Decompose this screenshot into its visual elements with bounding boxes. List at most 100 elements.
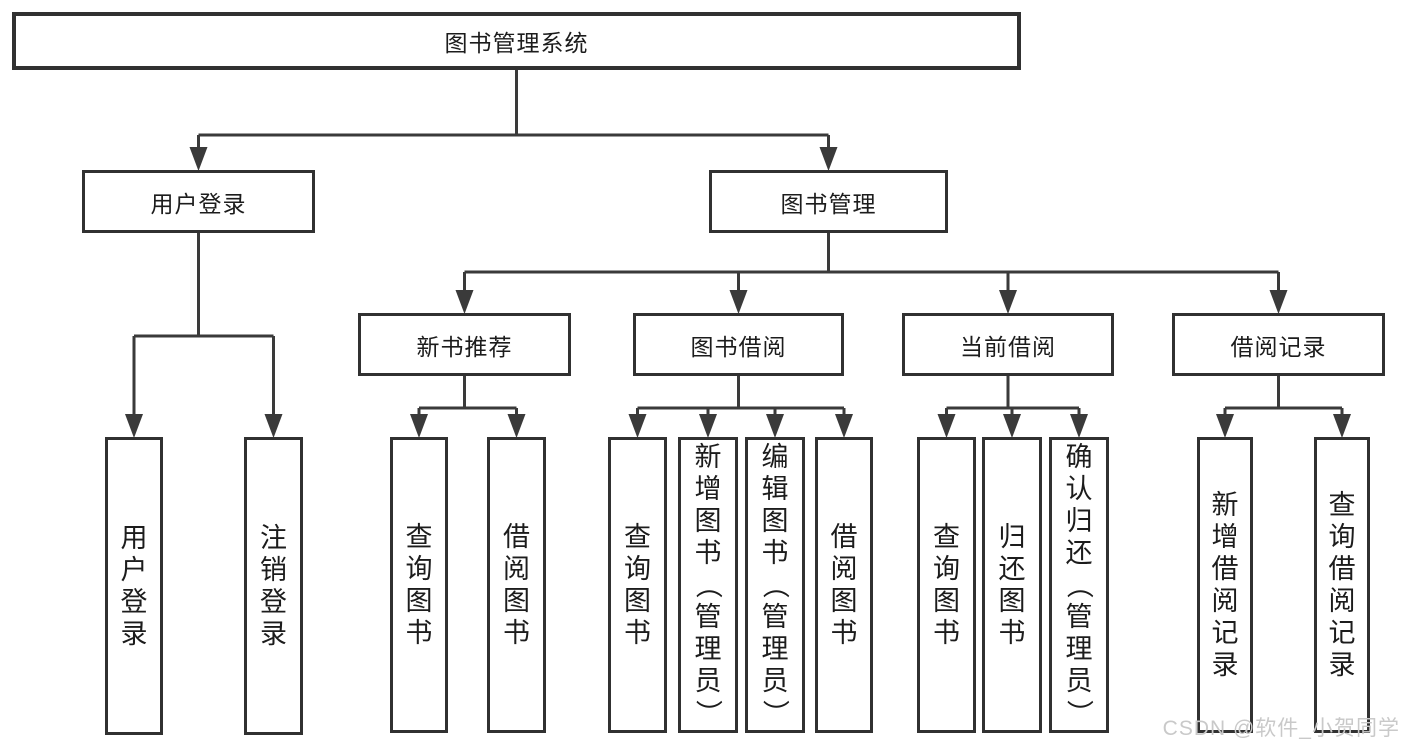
vertical-char: 查 (624, 522, 651, 552)
arrowhead-icon (628, 414, 647, 438)
vertical-char: 管 (761, 602, 789, 632)
vertical-char: 新 (1211, 490, 1239, 520)
vertical-char: 归 (1065, 506, 1093, 536)
vertical-char: 辑 (761, 474, 789, 504)
vertical-char: 查 (405, 522, 433, 552)
vertical-char: 借 (1211, 554, 1239, 584)
vertical-char: 询 (405, 554, 433, 584)
vertical-char: 录 (1211, 650, 1239, 680)
arrowhead-icon (1216, 414, 1234, 438)
vertical-char: 阅 (1328, 586, 1356, 616)
vertical-char: 借 (503, 522, 530, 552)
diagram-node-add-borrow-record: 新增借阅记录 (1197, 437, 1253, 733)
arrowhead-icon (937, 414, 956, 438)
arrowhead-icon (455, 290, 474, 314)
vertical-char: 还 (1065, 538, 1093, 568)
vertical-char: 图 (624, 586, 651, 616)
vertical-char: 登 (260, 587, 287, 617)
vertical-char: 用 (120, 523, 148, 553)
diagram-node-logout: 注销登录 (244, 437, 303, 735)
diagram-node-borrow-books-1: 借阅图书 (487, 437, 546, 733)
vertical-char: 借 (830, 522, 858, 552)
arrowhead-icon (819, 147, 838, 171)
arrowhead-icon (189, 147, 208, 171)
vertical-char: 查 (1328, 490, 1356, 520)
vertical-char: ） (760, 699, 790, 727)
vertical-char: 记 (1211, 618, 1239, 648)
vertical-char: 书 (933, 618, 960, 648)
vertical-char: 理 (761, 634, 789, 664)
vertical-char: 管 (1065, 602, 1093, 632)
arrowhead-icon (699, 414, 717, 438)
arrowhead-icon (729, 290, 748, 314)
vertical-char: 图 (933, 586, 960, 616)
diagram-node-root: 图书管理系统 (12, 12, 1021, 70)
vertical-char: 录 (120, 619, 148, 649)
diagram-node-add-books: 新增图书（管理员） (678, 437, 738, 733)
vertical-char: 阅 (830, 554, 858, 584)
vertical-char: 理 (694, 634, 722, 664)
arrowhead-icon (1003, 414, 1021, 438)
vertical-char: 查 (933, 522, 960, 552)
vertical-char: 图 (761, 506, 789, 536)
vertical-char: 认 (1065, 474, 1093, 504)
vertical-char: 录 (260, 619, 287, 649)
vertical-char: 询 (624, 554, 651, 584)
diagram-node-book-borrow: 图书借阅 (633, 313, 844, 376)
watermark: CSDN @软件_小贺同学 (1162, 717, 1400, 740)
vertical-char: 还 (998, 554, 1026, 584)
diagram-node-user-login: 用户登录 (82, 170, 315, 233)
vertical-char: 图 (503, 586, 530, 616)
vertical-char: 员 (694, 666, 722, 696)
arrowhead-icon (410, 414, 428, 438)
vertical-char: 询 (933, 554, 960, 584)
arrowhead-icon (507, 414, 526, 438)
vertical-char: 员 (1065, 666, 1093, 696)
vertical-char: 图 (405, 586, 433, 616)
diagram-node-book-mgmt: 图书管理 (709, 170, 948, 233)
vertical-char: 书 (830, 618, 858, 648)
diagram-node-query-books-2: 查询图书 (608, 437, 667, 733)
arrowhead-icon (999, 290, 1017, 314)
diagram-node-query-books-1: 查询图书 (390, 437, 448, 733)
vertical-char: ） (1064, 699, 1094, 727)
diagram-node-confirm-return: 确认归还（管理员） (1049, 437, 1109, 733)
vertical-char: 书 (761, 538, 789, 568)
diagram-node-query-books-3: 查询图书 (917, 437, 976, 733)
vertical-char: 图 (830, 586, 858, 616)
vertical-char: 询 (1328, 522, 1356, 552)
vertical-char: 阅 (503, 554, 530, 584)
vertical-char: （ (693, 571, 723, 599)
vertical-char: 图 (998, 586, 1026, 616)
arrowhead-icon (264, 414, 283, 438)
vertical-char: 书 (624, 618, 651, 648)
vertical-char: （ (1064, 571, 1094, 599)
arrowhead-icon (1333, 414, 1351, 438)
vertical-char: 注 (260, 523, 287, 553)
diagram-node-borrow-records: 借阅记录 (1172, 313, 1385, 376)
vertical-char: 编 (761, 442, 789, 472)
arrowhead-icon (1070, 414, 1088, 438)
vertical-char: 户 (120, 555, 148, 585)
vertical-char: 确 (1065, 442, 1093, 472)
vertical-char: 书 (503, 618, 530, 648)
arrowhead-icon (835, 414, 853, 438)
vertical-char: 记 (1328, 618, 1356, 648)
vertical-char: 书 (998, 618, 1026, 648)
vertical-char: ） (693, 699, 723, 727)
vertical-char: （ (760, 571, 790, 599)
arrowhead-icon (766, 414, 784, 438)
diagram-node-new-book-rec: 新书推荐 (358, 313, 571, 376)
diagram-node-edit-books: 编辑图书（管理员） (745, 437, 805, 733)
vertical-char: 借 (1328, 554, 1356, 584)
vertical-char: 阅 (1211, 586, 1239, 616)
vertical-char: 增 (1211, 522, 1239, 552)
diagram-node-borrow-books-2: 借阅图书 (815, 437, 873, 733)
arrowhead-icon (1269, 290, 1288, 314)
vertical-char: 归 (998, 522, 1026, 552)
vertical-char: 书 (405, 618, 433, 648)
vertical-char: 图 (694, 506, 722, 536)
vertical-char: 增 (694, 474, 722, 504)
diagram-node-return-books: 归还图书 (982, 437, 1042, 733)
